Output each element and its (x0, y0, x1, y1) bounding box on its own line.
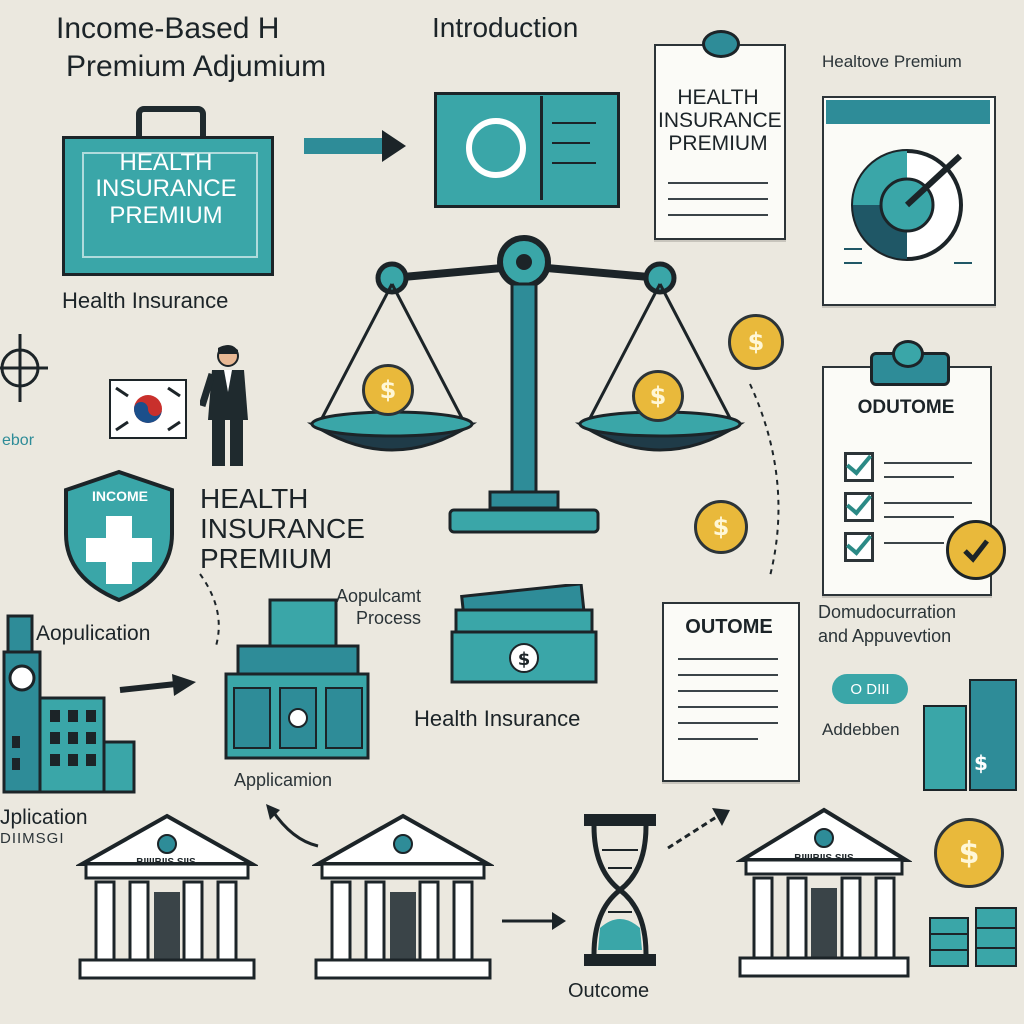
checkbox-checked-icon (844, 532, 874, 562)
pie-chart-icon (851, 149, 963, 261)
clipboard-ring-icon (892, 340, 924, 368)
documentation-line2: and Appuvevtion (818, 626, 952, 646)
card-divider (540, 96, 543, 200)
checkbox-checked-icon (844, 452, 874, 482)
balance-scale-icon (306, 235, 746, 534)
premium-document-title: HEALTH INSURANCE PREMIUM (658, 86, 782, 156)
health-insurance-premium-title: HEALTH INSURANCE PREMIUM (200, 483, 365, 575)
money-stack-icon: $ (450, 584, 598, 684)
top-right-caption: Healtove Premium (822, 52, 962, 71)
arrow-up-right-icon (667, 808, 730, 850)
arrow-right-icon (119, 674, 196, 696)
bank-sign-left: BIIIIBIIS SIIS (136, 857, 196, 868)
coin-icon: $ (632, 370, 684, 422)
arrow-right-icon (502, 912, 566, 930)
side-label: ebor (2, 432, 35, 449)
shield-label: INCOME (92, 488, 148, 504)
checkbox-checked-icon (844, 492, 874, 522)
coin-icon: $ (694, 500, 748, 554)
shield-icon (64, 469, 174, 603)
money-caption: Health Insurance (414, 706, 581, 731)
briefcase-handle-icon (136, 106, 206, 146)
premium-document-sheet (654, 44, 786, 240)
clip-icon (702, 30, 740, 58)
cash-stack-icon (929, 907, 1017, 967)
bottom-application-sub: DIIMSGI (0, 830, 65, 847)
briefcase-body (62, 136, 274, 276)
main-title-line1: Income-Based H (56, 12, 280, 45)
bank-building-icon (736, 807, 912, 978)
bank-building-icon (76, 813, 258, 980)
korea-flag-icon (109, 379, 187, 439)
bottom-application-label: Jplication (0, 806, 88, 829)
person-icon (200, 345, 248, 466)
chart-card-header (826, 100, 990, 124)
application-label: Aopulication (36, 622, 151, 645)
introduction-heading: Introduction (432, 12, 579, 43)
process-label-line1: Aopulcamt (336, 586, 422, 606)
circle-icon (466, 118, 526, 178)
briefcase-inner-frame (82, 152, 258, 258)
health-insurance-caption: Health Insurance (62, 288, 229, 313)
svg-text:$: $ (518, 649, 531, 670)
briefcase-title: HEALTH INSURANCE PREMIUM (95, 149, 237, 229)
bank-sign-right: BIIIIBIIS SIIS (794, 853, 854, 864)
coin-icon: $ (362, 364, 414, 416)
hourglass-icon (584, 814, 656, 966)
svg-text:$: $ (974, 751, 988, 775)
dashed-connector (749, 383, 780, 577)
outcome-document-title: OUTOME (685, 616, 773, 638)
application-building-caption: Applicamion (234, 770, 333, 790)
bar-chart-icon: $ (923, 679, 1017, 791)
status-pill: O DIII (832, 674, 908, 704)
outcome-document-sheet (662, 602, 800, 782)
documentation-line1: Domudocurration (818, 602, 957, 622)
office-building-icon (224, 598, 370, 760)
main-title-line2: Premium Adjumium (66, 50, 327, 83)
coin-icon: $ (728, 314, 784, 370)
arrow-curve-icon (266, 804, 319, 848)
process-label-line2: Process (356, 608, 422, 628)
city-building-icon (2, 614, 136, 794)
dashed-connector (199, 573, 220, 647)
bank-building-icon (312, 813, 494, 980)
target-icon (0, 334, 48, 402)
outcome-caption: Outcome (568, 980, 650, 1002)
added-label: Addebben (822, 720, 900, 739)
approved-seal-icon (946, 520, 1006, 580)
coin-icon: $ (934, 818, 1004, 888)
checklist-title: ODUTOME (857, 397, 955, 418)
id-card-body (434, 92, 620, 208)
arrow-right-icon (304, 130, 406, 162)
